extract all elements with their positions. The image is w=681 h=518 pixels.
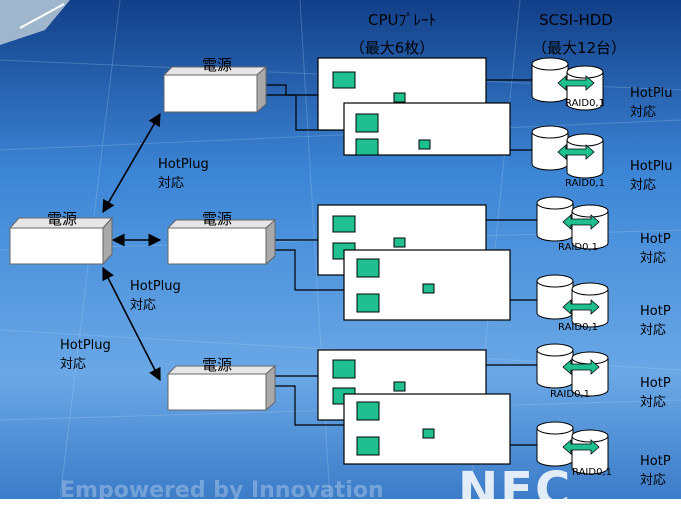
hdd-pair-4: RAID0,1 [536, 274, 609, 333]
hdd-support-3: 対応 [640, 251, 666, 266]
hdd-pair-3: RAID0,1 [536, 196, 609, 253]
power-unit-top: 電源 [162, 56, 268, 114]
hdd-support-2: 対応 [630, 178, 656, 193]
hdd-support-4: 対応 [640, 323, 666, 338]
hdd-pair-1: RAID0,1 [531, 57, 605, 111]
cpu-plate-title: CPUﾌﾟﾚｰﾄ [368, 11, 436, 29]
cpu-plate-6 [343, 393, 511, 465]
hdd-hotplug-2: HotPlu [630, 159, 673, 174]
hdd-pair-5: RAID0,1 [536, 343, 609, 400]
power-unit-mid: 電源 [166, 210, 277, 266]
footer-tagline: Empowered by Innovation [60, 478, 384, 503]
brand-logo: NEC [458, 462, 573, 518]
hotplug-label-3: HotPlug [60, 338, 111, 353]
power-bottom-label: 電源 [202, 356, 232, 374]
hotplug-support-2: 対応 [130, 298, 156, 313]
hdd-hotplug-5: HotP [640, 376, 671, 391]
hdd-title: SCSI-HDD [539, 11, 613, 29]
hdd-subtitle: （最大12台） [532, 39, 626, 57]
power-top-label: 電源 [202, 56, 232, 74]
hotplug-label-2: HotPlug [130, 279, 181, 294]
raid-label-4: RAID0,1 [558, 322, 598, 333]
cpu-plate-subtitle: （最大6枚） [350, 39, 435, 57]
hdd-hotplug-6: HotP [640, 454, 671, 469]
raid-label-2: RAID0,1 [565, 178, 605, 189]
hotplug-label-1: HotPlug [158, 157, 209, 172]
hdd-support-5: 対応 [640, 395, 666, 410]
system-diagram: CPUﾌﾟﾚｰﾄ （最大6枚） SCSI-HDD （最大12台） 電源 電源 [8, 11, 673, 488]
hdd-pair-2: RAID0,1 [531, 125, 605, 189]
raid-label-1: RAID0,1 [565, 98, 605, 109]
hdd-pair-6: RAID0,1 [536, 421, 612, 478]
hdd-support-1: 対応 [630, 105, 656, 120]
power-unit-main: 電源 [8, 210, 114, 266]
hdd-hotplug-3: HotP [640, 232, 671, 247]
hdd-support-6: 対応 [640, 473, 666, 488]
power-unit-bottom: 電源 [166, 356, 277, 412]
cpu-plate-2 [343, 102, 511, 156]
power-mid-label: 電源 [202, 210, 232, 228]
arrow-main-bot [102, 266, 161, 382]
arrow-main-top [102, 112, 161, 214]
raid-label-6: RAID0,1 [572, 467, 612, 478]
hotplug-support-1: 対応 [158, 176, 184, 191]
cpu-plate-4 [343, 249, 511, 321]
raid-label-5: RAID0,1 [550, 389, 590, 400]
power-main-label: 電源 [47, 210, 77, 228]
hdd-hotplug-1: HotPlu [630, 86, 673, 101]
raid-label-3: RAID0,1 [558, 242, 598, 253]
hotplug-support-3: 対応 [60, 357, 86, 372]
hdd-hotplug-4: HotP [640, 304, 671, 319]
